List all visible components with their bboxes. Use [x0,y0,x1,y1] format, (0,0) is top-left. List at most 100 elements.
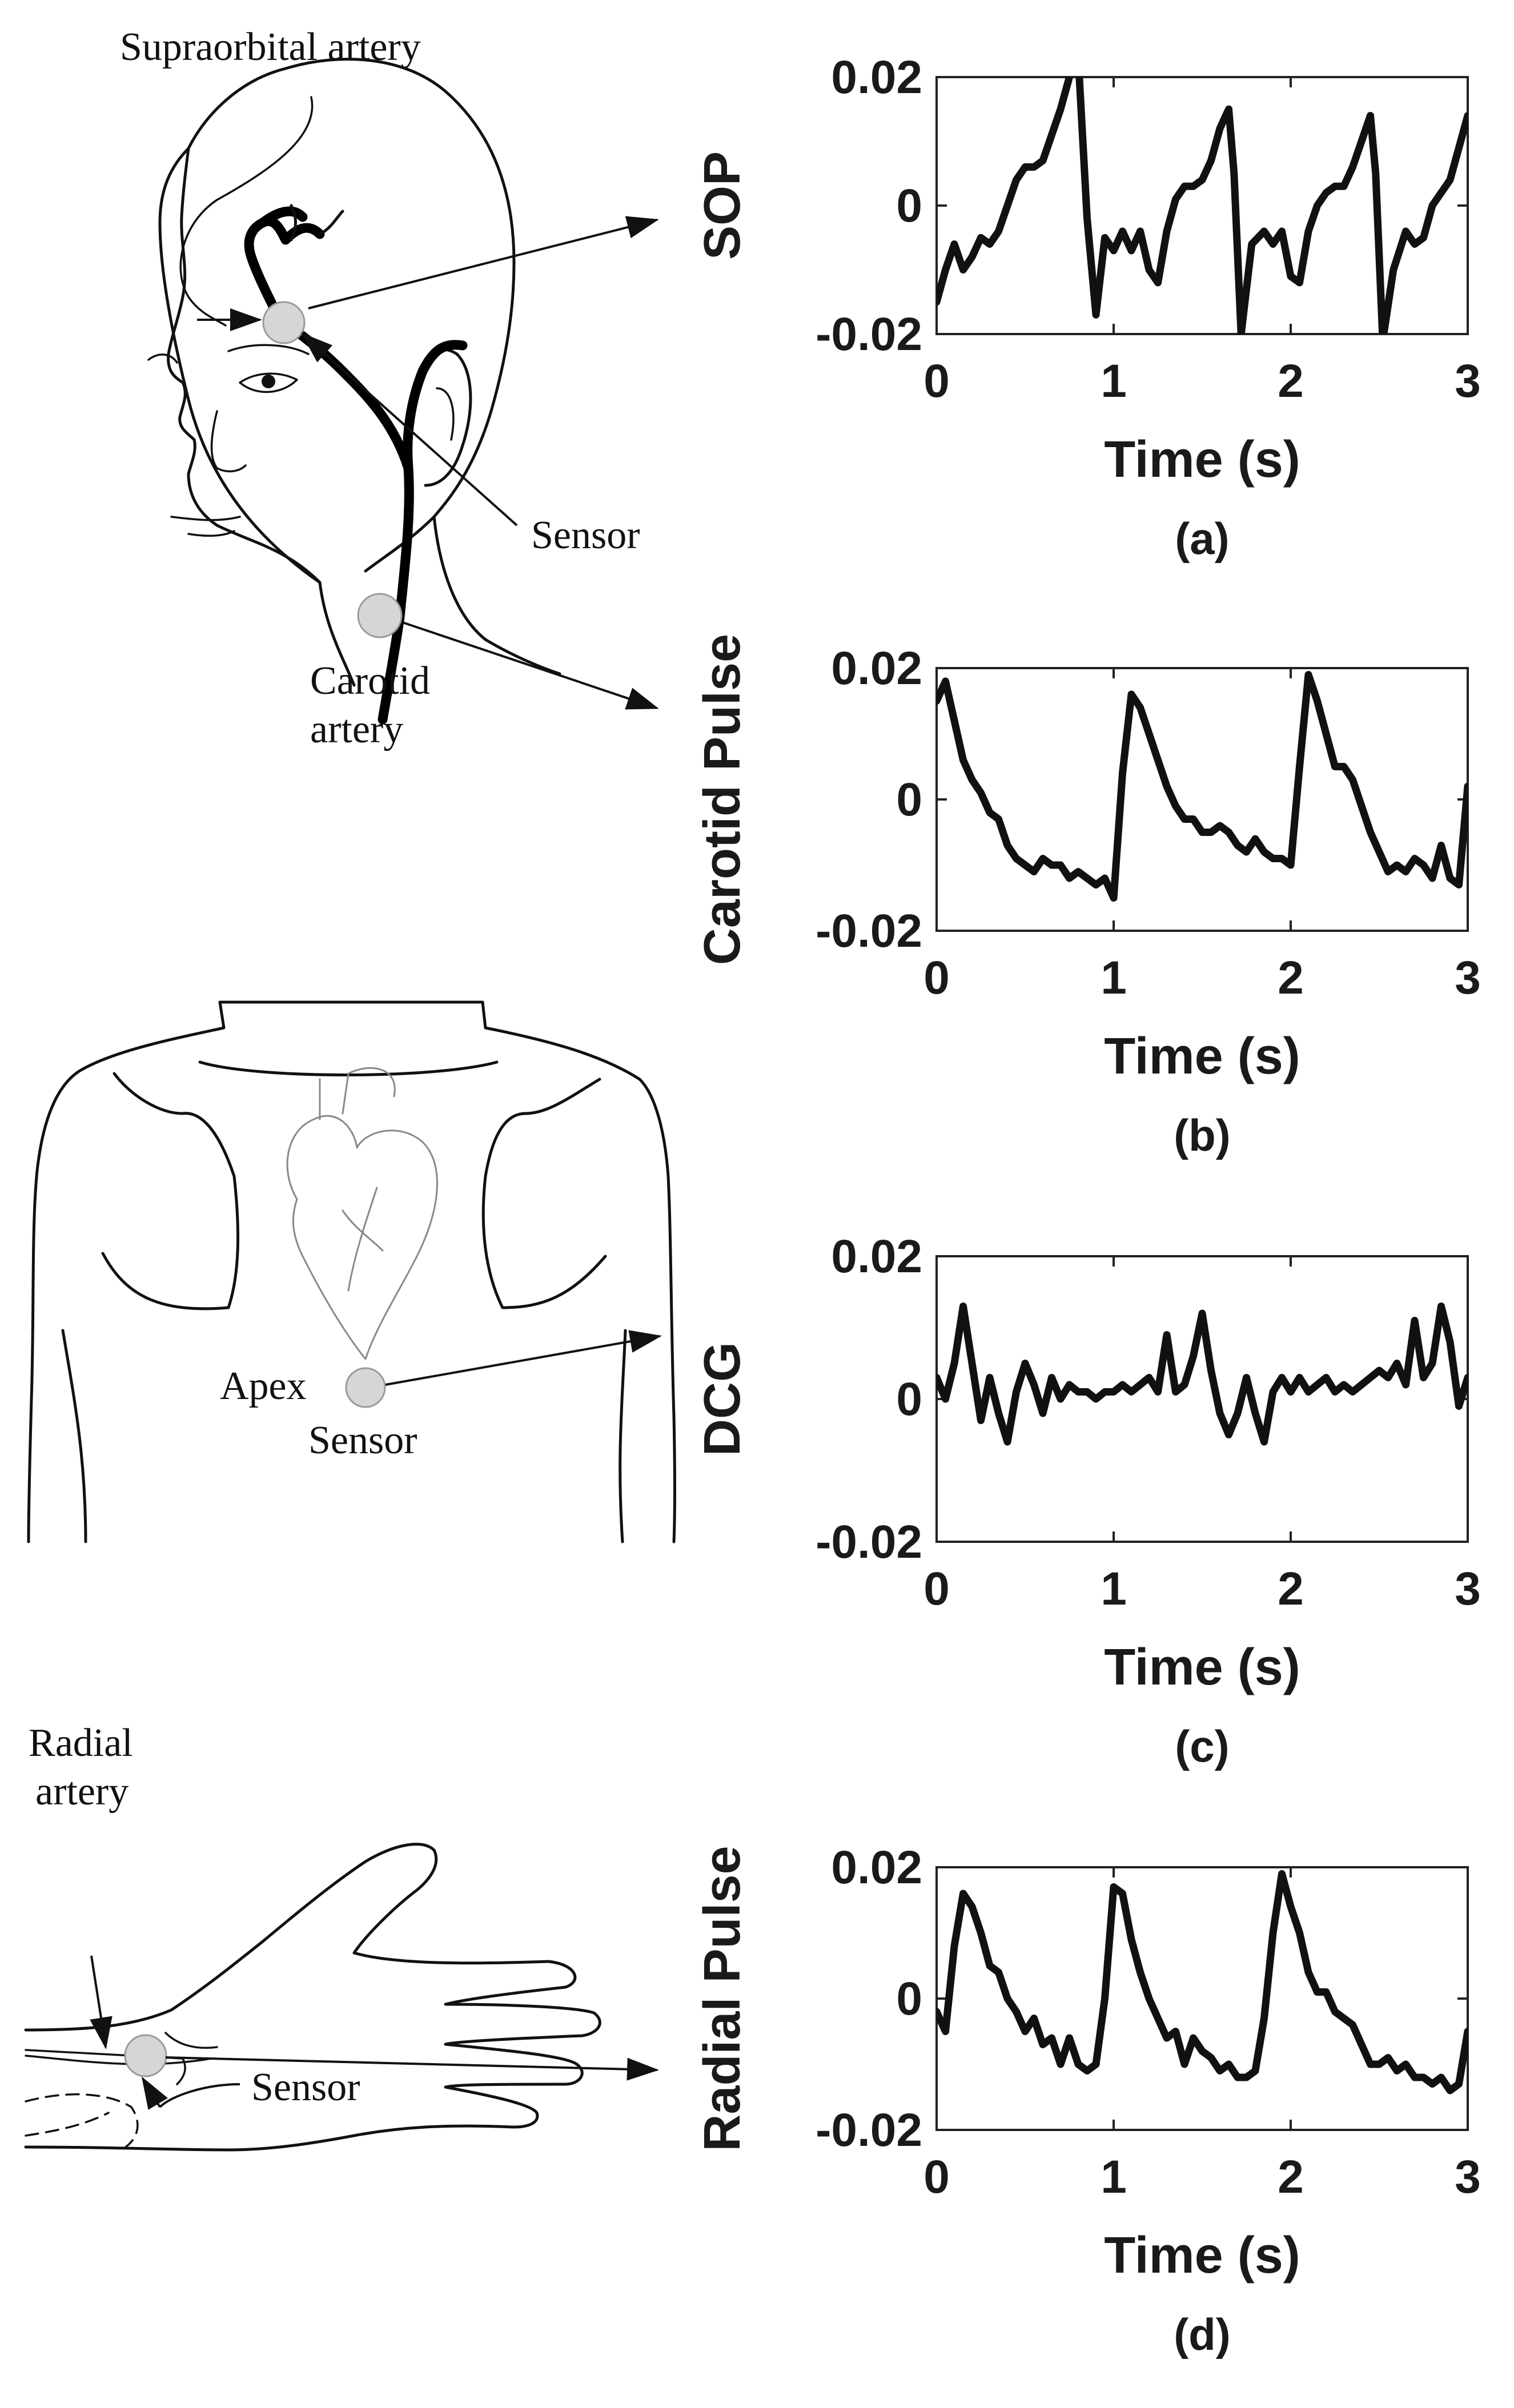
right-eye [239,372,298,393]
supraorbital-leader [179,96,314,327]
panel-caption: (d) [1174,2309,1231,2359]
supraorbital-artery [244,206,325,325]
y-tick-label: -0.02 [816,1516,922,1568]
neck-back [432,515,561,676]
heart-outline [286,1115,438,1360]
hand-outline [24,1843,601,2152]
hand-illustration: Radial artery Sensor [24,1721,659,2152]
y-tick-label: 0.02 [831,1231,922,1283]
x-tick-label: 0 [923,952,950,1004]
y-axis-title: Carotid Pulse [694,634,751,965]
x-tick-label: 2 [1278,1563,1304,1615]
y-tick-label: 0 [896,774,922,826]
wrist-dashed-lines [25,2093,139,2148]
y-axis-title: SOP [694,151,751,260]
head-sensor-label: Sensor [531,513,640,557]
left-eye [147,353,178,364]
chest-sensor-label: Sensor [308,1418,417,1462]
x-tick-label: 3 [1455,1563,1481,1615]
x-tick-label: 3 [1455,952,1481,1004]
right-arm-inner [619,1329,627,1543]
ear [421,348,472,487]
x-axis-title: Time (s) [1104,2227,1300,2284]
plot-frame [935,667,1469,932]
x-tick-label: 0 [923,2151,950,2203]
x-tick-label: 2 [1278,355,1304,407]
supraorbital-artery-label: Supraorbital artery [120,25,421,69]
carotid-label-line2: artery [310,707,403,751]
y-tick-label: 0 [896,1373,922,1425]
x-tick-label: 3 [1455,2151,1481,2203]
x-tick-label: 1 [1101,355,1127,407]
head-outline [158,58,516,584]
panel-caption: (c) [1175,1721,1229,1771]
chest-illustration: Apex Sensor [27,1000,676,1543]
x-axis-title: Time (s) [1104,1639,1300,1696]
radial-label-line1: Radial [29,1721,133,1765]
y-tick-label: 0.02 [831,642,922,694]
mouth [170,516,241,537]
apex-label: Apex [220,1364,307,1408]
series-line [937,671,1468,902]
series-line [937,1303,1468,1446]
radial-sensor-icon [124,2034,167,2077]
left-arm-inner [61,1329,87,1543]
facial-artery-branch [275,315,413,473]
y-tick-label: 0 [896,180,922,232]
series-line [937,1870,1468,2095]
panel-caption: (a) [1175,513,1229,564]
right-eye-pupil [262,375,275,388]
y-tick-label: -0.02 [816,308,922,360]
hand-sensor-leader [159,2083,240,2108]
x-axis-title: Time (s) [1104,1028,1300,1085]
heart-vessels [319,1067,396,1292]
x-axis-title: Time (s) [1104,431,1300,488]
head-illustration: Supraorbital artery Sensor Carotid arter… [120,25,659,751]
y-axis-title: Radial Pulse [694,1846,751,2151]
dcg-link-arrow [385,1330,662,1386]
x-tick-label: 0 [923,1563,950,1615]
temporal-artery [395,340,468,622]
head-sensor-pointer-arrow [301,332,518,526]
x-tick-label: 3 [1455,355,1481,407]
radial-link-arrow [165,2056,659,2081]
y-tick-label: 0.02 [831,51,922,103]
supraorbital-artery-fine [290,204,344,242]
y-axis-title: DCG [694,1342,751,1456]
hand-sensor-label: Sensor [251,2065,360,2109]
plot-frame [935,1866,1469,2131]
carotid-artery [378,612,405,725]
ear-inner [436,387,455,441]
x-tick-label: 2 [1278,952,1304,1004]
series-line [937,77,1468,334]
x-tick-label: 1 [1101,2151,1127,2203]
hand-sensor-pointer-arrow [141,2076,168,2110]
right-eyebrow [227,344,310,355]
left-pectoral [113,1072,240,1309]
y-tick-label: 0 [896,1973,922,2025]
radial-artery-pointer-arrow [90,1955,113,2049]
sop-link-arrow [308,216,659,309]
carotid-label-line1: Carotid [310,659,430,703]
carotid-link-arrow [402,621,659,710]
x-tick-label: 1 [1101,952,1127,1004]
y-tick-label: 0.02 [831,1842,922,1894]
supraorbital-sensor-icon [262,301,306,344]
apex-sensor-icon [345,1367,386,1408]
carotid-sensor-icon [357,593,403,638]
panel-caption: (b) [1174,1110,1231,1160]
neck-base [198,1060,499,1076]
radial-label-line2: artery [35,1770,128,1814]
x-tick-label: 0 [923,355,950,407]
chest-lower-line [101,1252,607,1310]
y-tick-label: -0.02 [816,905,922,957]
nose [210,410,247,473]
right-pectoral [481,1078,601,1309]
x-tick-label: 1 [1101,1563,1127,1615]
